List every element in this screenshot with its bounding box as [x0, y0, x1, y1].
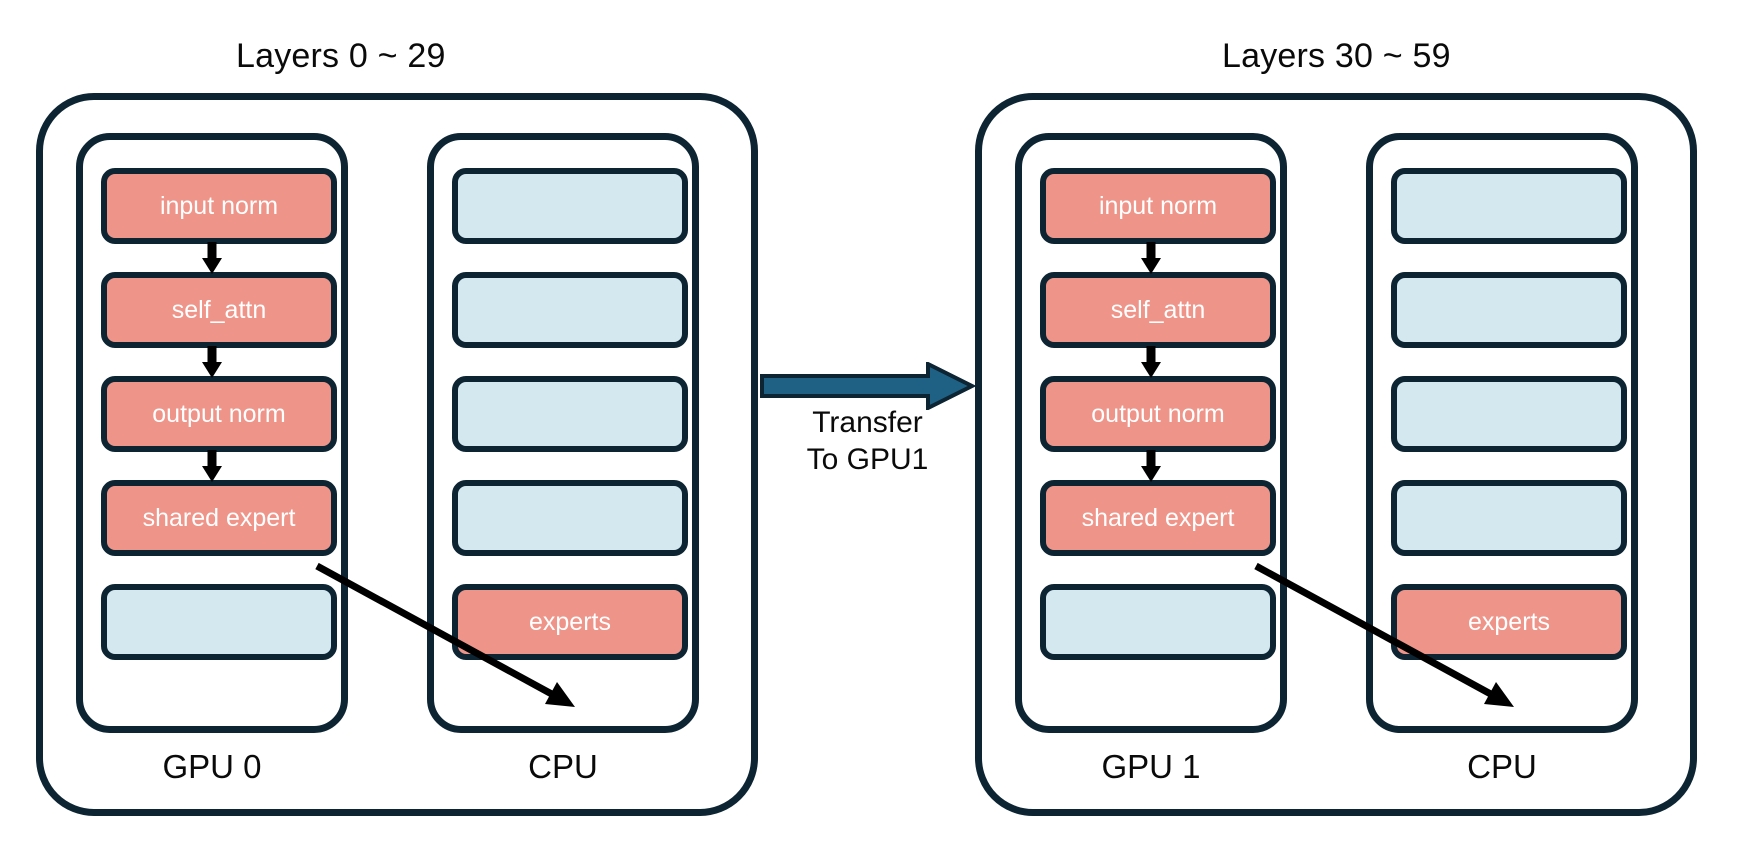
block-input-norm[interactable]: input norm: [101, 168, 337, 244]
block-self-attn[interactable]: self_attn: [101, 272, 337, 348]
caption-gpu-left: GPU 0: [162, 748, 262, 785]
flow-arrow-icon: [202, 242, 222, 274]
block-empty-gpu[interactable]: [1040, 584, 1276, 660]
device-group-left: input norm self_attn output norm shared …: [36, 93, 758, 816]
flow-arrow-icon: [1141, 242, 1161, 274]
group-title-left: Layers 0 ~ 29: [236, 37, 446, 75]
block-input-norm[interactable]: input norm: [1040, 168, 1276, 244]
transfer-label-line2: To GPU1: [806, 443, 929, 476]
block-cpu-slot[interactable]: [452, 272, 688, 348]
caption-gpu-right: GPU 1: [1101, 748, 1201, 785]
transfer-arrow-icon: [760, 362, 975, 410]
block-cpu-slot[interactable]: [1391, 480, 1627, 556]
gpu-column-left: input norm self_attn output norm shared …: [76, 133, 348, 733]
caption-cpu-left: CPU: [528, 748, 598, 785]
flow-arrow-icon: [1141, 450, 1161, 482]
block-shared-expert[interactable]: shared expert: [101, 480, 337, 556]
block-cpu-slot[interactable]: [452, 376, 688, 452]
block-shared-expert[interactable]: shared expert: [1040, 480, 1276, 556]
device-group-right: input norm self_attn output norm shared …: [975, 93, 1697, 816]
block-experts[interactable]: experts: [452, 584, 688, 660]
block-output-norm[interactable]: output norm: [1040, 376, 1276, 452]
block-cpu-slot[interactable]: [1391, 168, 1627, 244]
block-cpu-slot[interactable]: [452, 168, 688, 244]
gpu-column-right: input norm self_attn output norm shared …: [1015, 133, 1287, 733]
cpu-column-right: experts: [1366, 133, 1638, 733]
block-empty-gpu[interactable]: [101, 584, 337, 660]
flow-arrow-icon: [202, 346, 222, 378]
transfer-label-line1: Transfer: [812, 406, 923, 439]
block-output-norm[interactable]: output norm: [101, 376, 337, 452]
group-title-right: Layers 30 ~ 59: [1222, 37, 1451, 75]
flow-arrow-icon: [1141, 346, 1161, 378]
cpu-column-left: experts: [427, 133, 699, 733]
block-cpu-slot[interactable]: [1391, 376, 1627, 452]
block-experts[interactable]: experts: [1391, 584, 1627, 660]
caption-cpu-right: CPU: [1467, 748, 1537, 785]
block-cpu-slot[interactable]: [1391, 272, 1627, 348]
block-cpu-slot[interactable]: [452, 480, 688, 556]
block-self-attn[interactable]: self_attn: [1040, 272, 1276, 348]
flow-arrow-icon: [202, 450, 222, 482]
transfer-label: Transfer To GPU1: [760, 404, 975, 478]
